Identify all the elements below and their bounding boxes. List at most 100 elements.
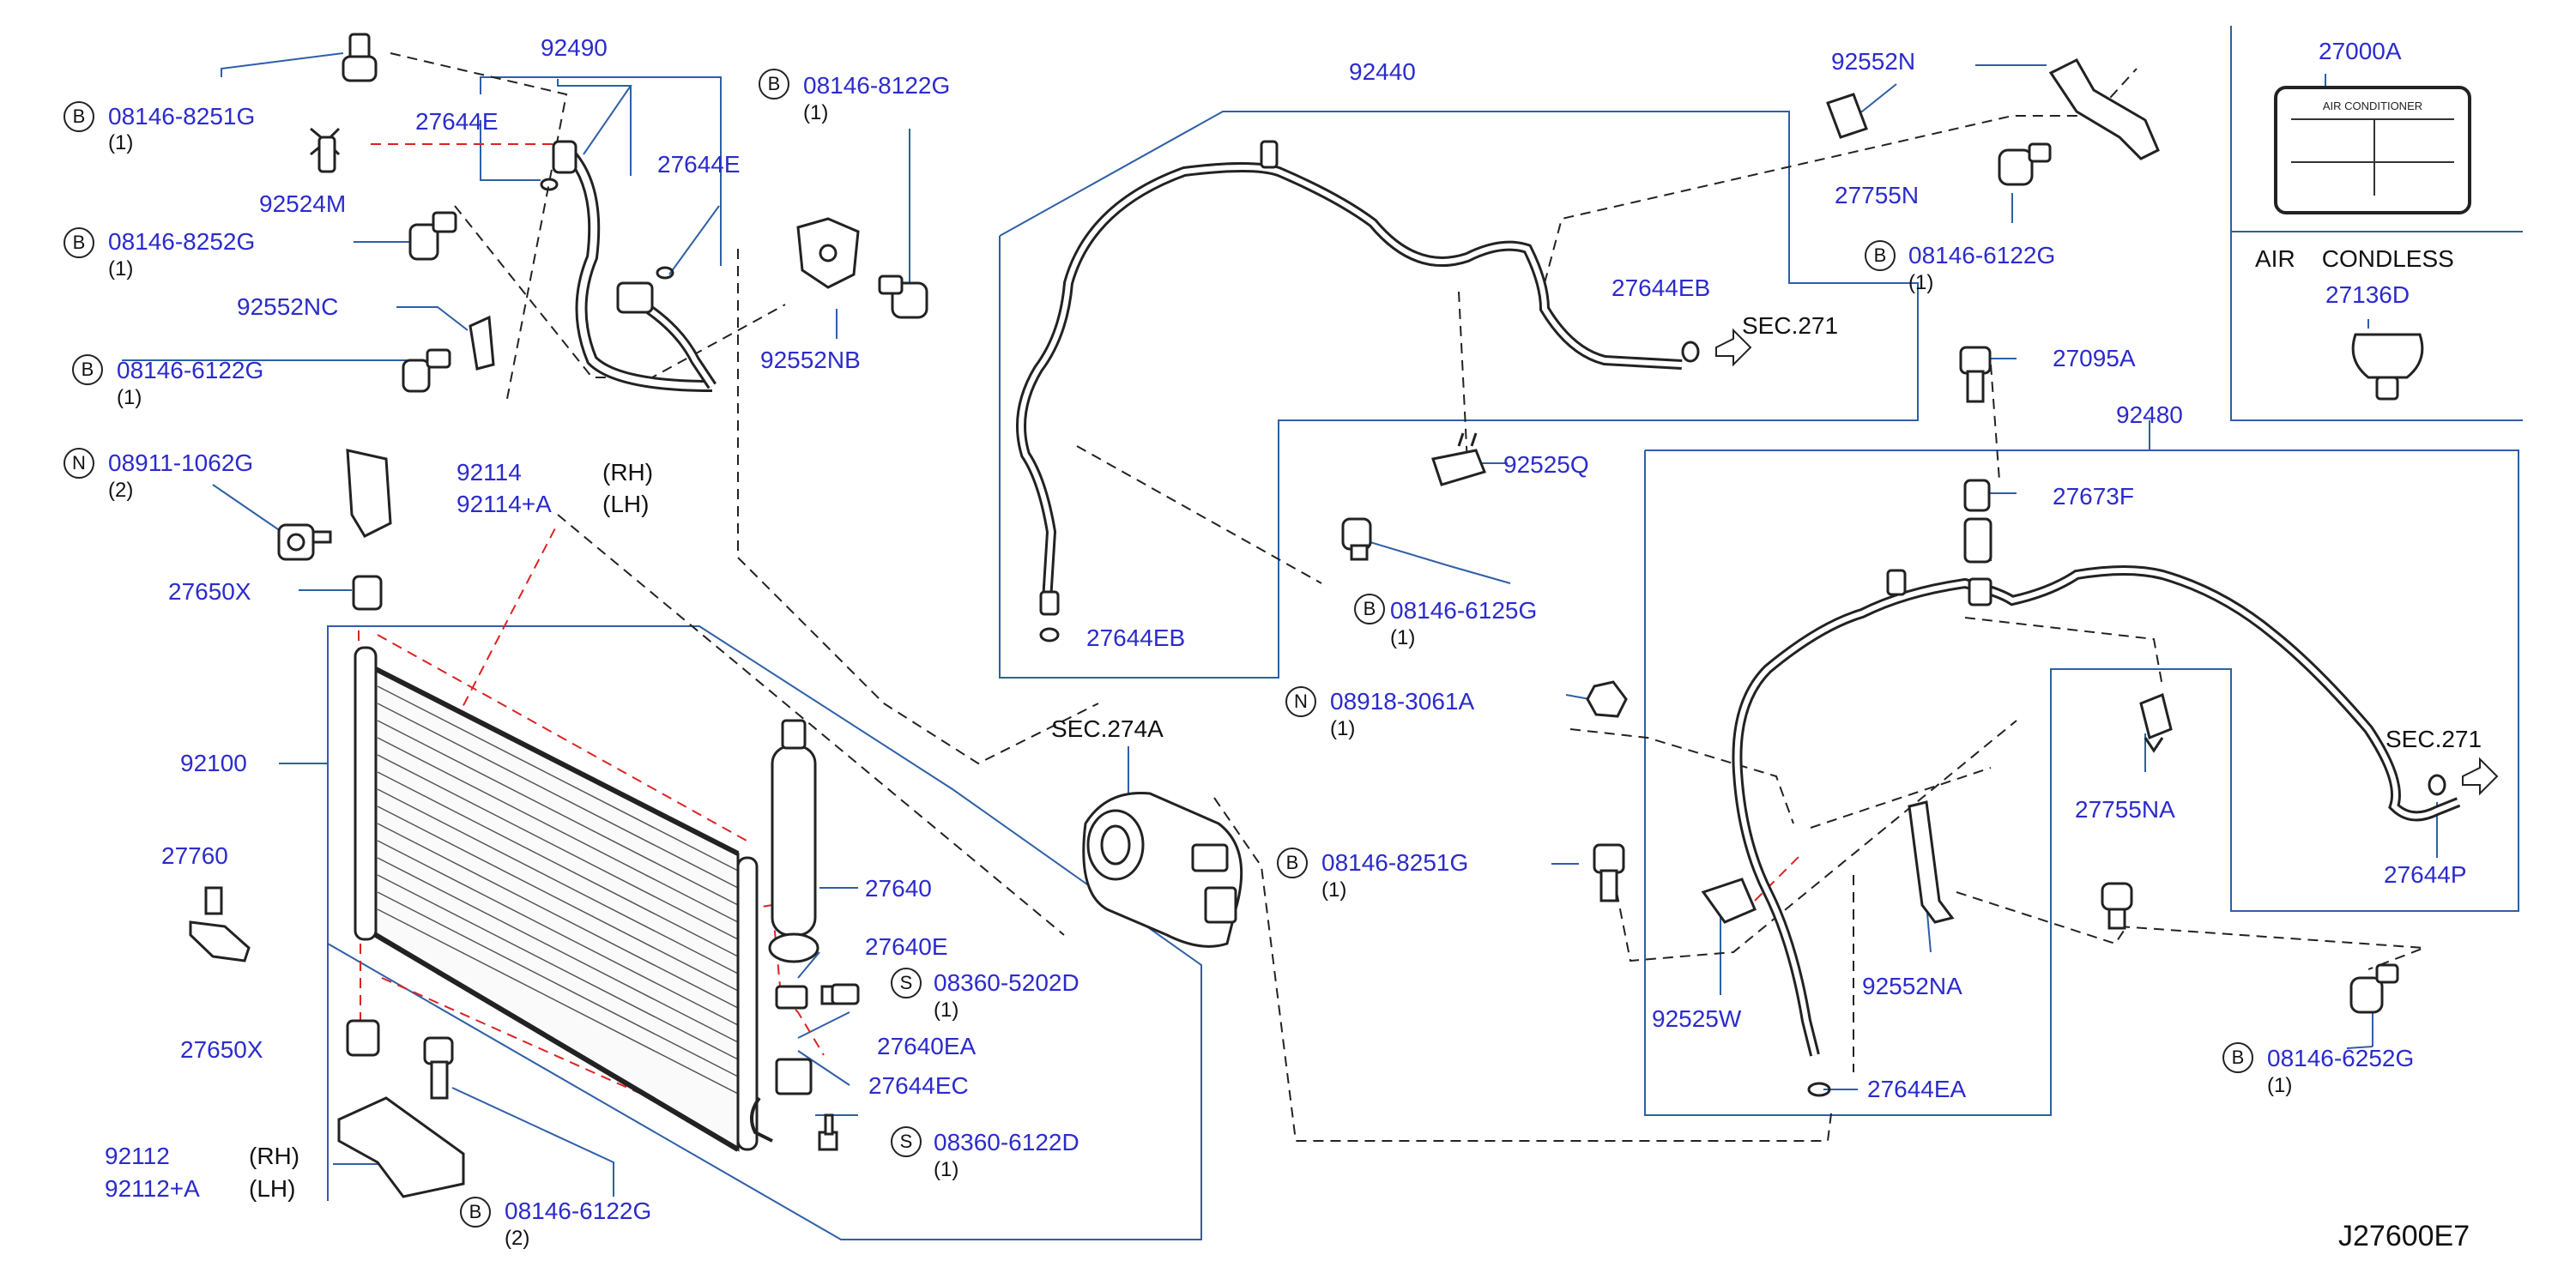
condenser-core [374, 667, 740, 1152]
badge-b: B [72, 354, 103, 385]
part-27644EB[interactable]: 27644EB [1086, 624, 1186, 651]
part-27755NA[interactable]: 27755NA [2075, 796, 2175, 823]
cap-27673F [1963, 479, 1991, 512]
part-27644E[interactable]: 27644E [415, 108, 499, 135]
bracket-92552NA [1908, 800, 1955, 924]
thumb-title: AIR CONDITIONER [2322, 100, 2423, 112]
bolt-08146-8251G-a [342, 33, 378, 82]
bolt-08146-8251G-b [1593, 843, 1625, 902]
condenser-right-tank [736, 856, 759, 1151]
part-92525Q[interactable]: 92525Q [1503, 451, 1589, 478]
part-08146-6122G[interactable]: 08146-6122G [117, 357, 264, 383]
clip-92552N [2048, 58, 2160, 160]
part-92440[interactable]: 92440 [1349, 58, 1416, 85]
bracket-92490 [480, 76, 722, 266]
part-92552NA[interactable]: 92552NA [1862, 973, 1962, 999]
hose-92480-outline [1644, 449, 2519, 1116]
part-08918-3061A[interactable]: 08918-3061A [1330, 688, 1475, 715]
part-27644EA[interactable]: 27644EA [1867, 1076, 1967, 1102]
part-08146-6252G[interactable]: 08146-6252G [2267, 1045, 2415, 1071]
bolt-08146-8122G [878, 275, 928, 319]
part-27644EC[interactable]: 27644EC [868, 1072, 969, 1099]
part-92524M[interactable]: 92524M [259, 190, 347, 217]
sensor-27760 [189, 886, 251, 962]
part-92112-a[interactable]: 92112+A [105, 1175, 200, 1202]
section-ref-271[interactable]: SEC.271 [1742, 312, 1839, 339]
qty-label: (1) [108, 257, 134, 281]
bolt-08146-6122G-b [423, 1036, 454, 1100]
part-27640[interactable]: 27640 [865, 875, 932, 902]
part-27644EB[interactable]: 27644EB [1612, 275, 1711, 301]
bracket-92552NB [796, 217, 860, 289]
side-rh-label: (RH) [249, 1143, 300, 1169]
grommet-27136D [2351, 333, 2424, 401]
badge-n: N [1285, 686, 1316, 717]
diagram-code: J27600E7 [2338, 1220, 2470, 1252]
bolt-08360-5202D [820, 983, 860, 1005]
part-27095A[interactable]: 27095A [2053, 345, 2136, 371]
qty-label: (1) [934, 1158, 959, 1181]
part-08146-6125G[interactable]: 08146-6125G [1390, 597, 1538, 624]
condless-box [2230, 26, 2523, 421]
part-27000A[interactable]: 27000A [2319, 38, 2402, 64]
small-parts [189, 33, 2424, 1198]
part-08360-5202D[interactable]: 08360-5202D [934, 969, 1079, 996]
bracket-92525W [1701, 878, 1757, 924]
part-27760[interactable]: 27760 [161, 842, 228, 869]
part-27136D[interactable]: 27136D [2325, 281, 2410, 308]
bushing-27650X-b [346, 1019, 380, 1057]
qty-label: (1) [2267, 1074, 2293, 1097]
qty-label: (1) [1908, 271, 1934, 294]
part-08146-8122G[interactable]: 08146-8122G [803, 72, 951, 99]
part-92552NC[interactable]: 92552NC [237, 293, 339, 320]
part-27640E[interactable]: 27640E [865, 933, 948, 960]
bolt-08146-6125G [1341, 517, 1372, 561]
part-92114[interactable]: 92114 [457, 459, 522, 486]
qty-label: (1) [1390, 626, 1416, 649]
part-08146-8252G[interactable]: 08146-8252G [108, 228, 256, 255]
part-27640EA[interactable]: 27640EA [877, 1033, 977, 1059]
badge-s: S [891, 1126, 922, 1157]
bolt-27095A [1959, 346, 1992, 403]
hose-92490 [540, 140, 717, 392]
part-92552N[interactable]: 92552N [1831, 48, 1916, 75]
part-27650X[interactable]: 27650X [168, 578, 251, 605]
badge-b: B [2222, 1042, 2253, 1073]
part-08146-6122G[interactable]: 08146-6122G [1908, 242, 2056, 268]
part-27755N[interactable]: 27755N [1835, 182, 1920, 208]
part-27650X[interactable]: 27650X [180, 1036, 263, 1063]
part-92112[interactable]: 92112 [105, 1143, 170, 1169]
badge-s: S [891, 968, 922, 998]
section-ref-274a[interactable]: SEC.274A [1051, 715, 1164, 742]
condenser [354, 646, 759, 1152]
hose-92440-outline [999, 111, 1919, 679]
part-92490[interactable]: 92490 [541, 34, 608, 61]
part-27673F[interactable]: 27673F [2053, 483, 2134, 510]
part-27644P[interactable]: 27644P [2384, 861, 2467, 888]
part-92100[interactable]: 92100 [180, 750, 247, 776]
part-08146-6122G[interactable]: 08146-6122G [505, 1198, 652, 1224]
part-27644E[interactable]: 27644E [657, 151, 741, 178]
qty-label: (1) [108, 131, 134, 154]
badge-n: N [63, 448, 94, 479]
bolt-08360-6122D [818, 1113, 838, 1151]
bracket-92114 [346, 449, 392, 538]
bolt-08146-6252G [2349, 963, 2399, 1014]
part-92552NB[interactable]: 92552NB [760, 347, 861, 373]
qty-label: (1) [934, 998, 959, 1022]
part-92480[interactable]: 92480 [2116, 401, 2183, 428]
part-92525W[interactable]: 92525W [1652, 1005, 1742, 1032]
part-92114-a[interactable]: 92114+A [457, 491, 552, 517]
part-08360-6122D[interactable]: 08360-6122D [934, 1129, 1079, 1155]
part-08911-1062G[interactable]: 08911-1062G [108, 449, 254, 476]
qty-label: (1) [1321, 878, 1347, 902]
receiver-drier [750, 719, 819, 1143]
part-08146-8251G[interactable]: 08146-8251G [108, 103, 256, 130]
part-08146-8251G[interactable]: 08146-8251G [1321, 849, 1469, 876]
side-lh-label: (LH) [249, 1175, 296, 1202]
bolt-misc [2101, 882, 2133, 930]
group-outlines [327, 26, 2523, 1240]
qty-label: (2) [505, 1227, 530, 1250]
section-ref-271[interactable]: SEC.271 [2386, 726, 2482, 752]
